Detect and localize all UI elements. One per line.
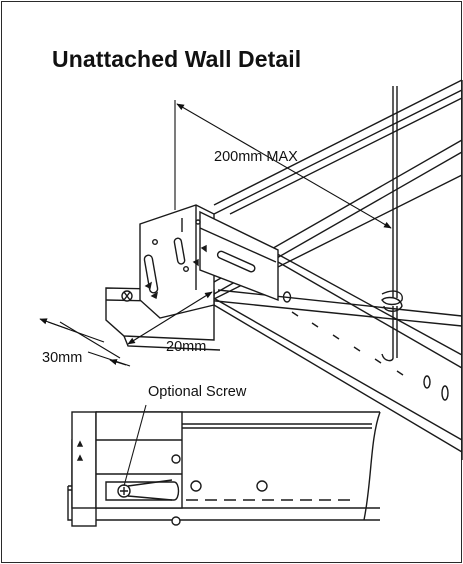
dimension-200mm bbox=[174, 100, 392, 229]
label-optional-screw: Optional Screw bbox=[148, 384, 247, 400]
label-30mm: 30mm bbox=[42, 350, 83, 366]
label-200mm-max: 200mm MAX bbox=[214, 149, 298, 165]
dimension-30mm bbox=[39, 318, 131, 367]
web-slots bbox=[282, 291, 449, 401]
diagram-title: Unattached Wall Detail bbox=[52, 46, 302, 72]
hanger-wire bbox=[381, 86, 403, 362]
dimension-20mm bbox=[127, 290, 215, 345]
label-20mm: 20mm bbox=[166, 339, 207, 355]
side-view bbox=[67, 404, 381, 527]
